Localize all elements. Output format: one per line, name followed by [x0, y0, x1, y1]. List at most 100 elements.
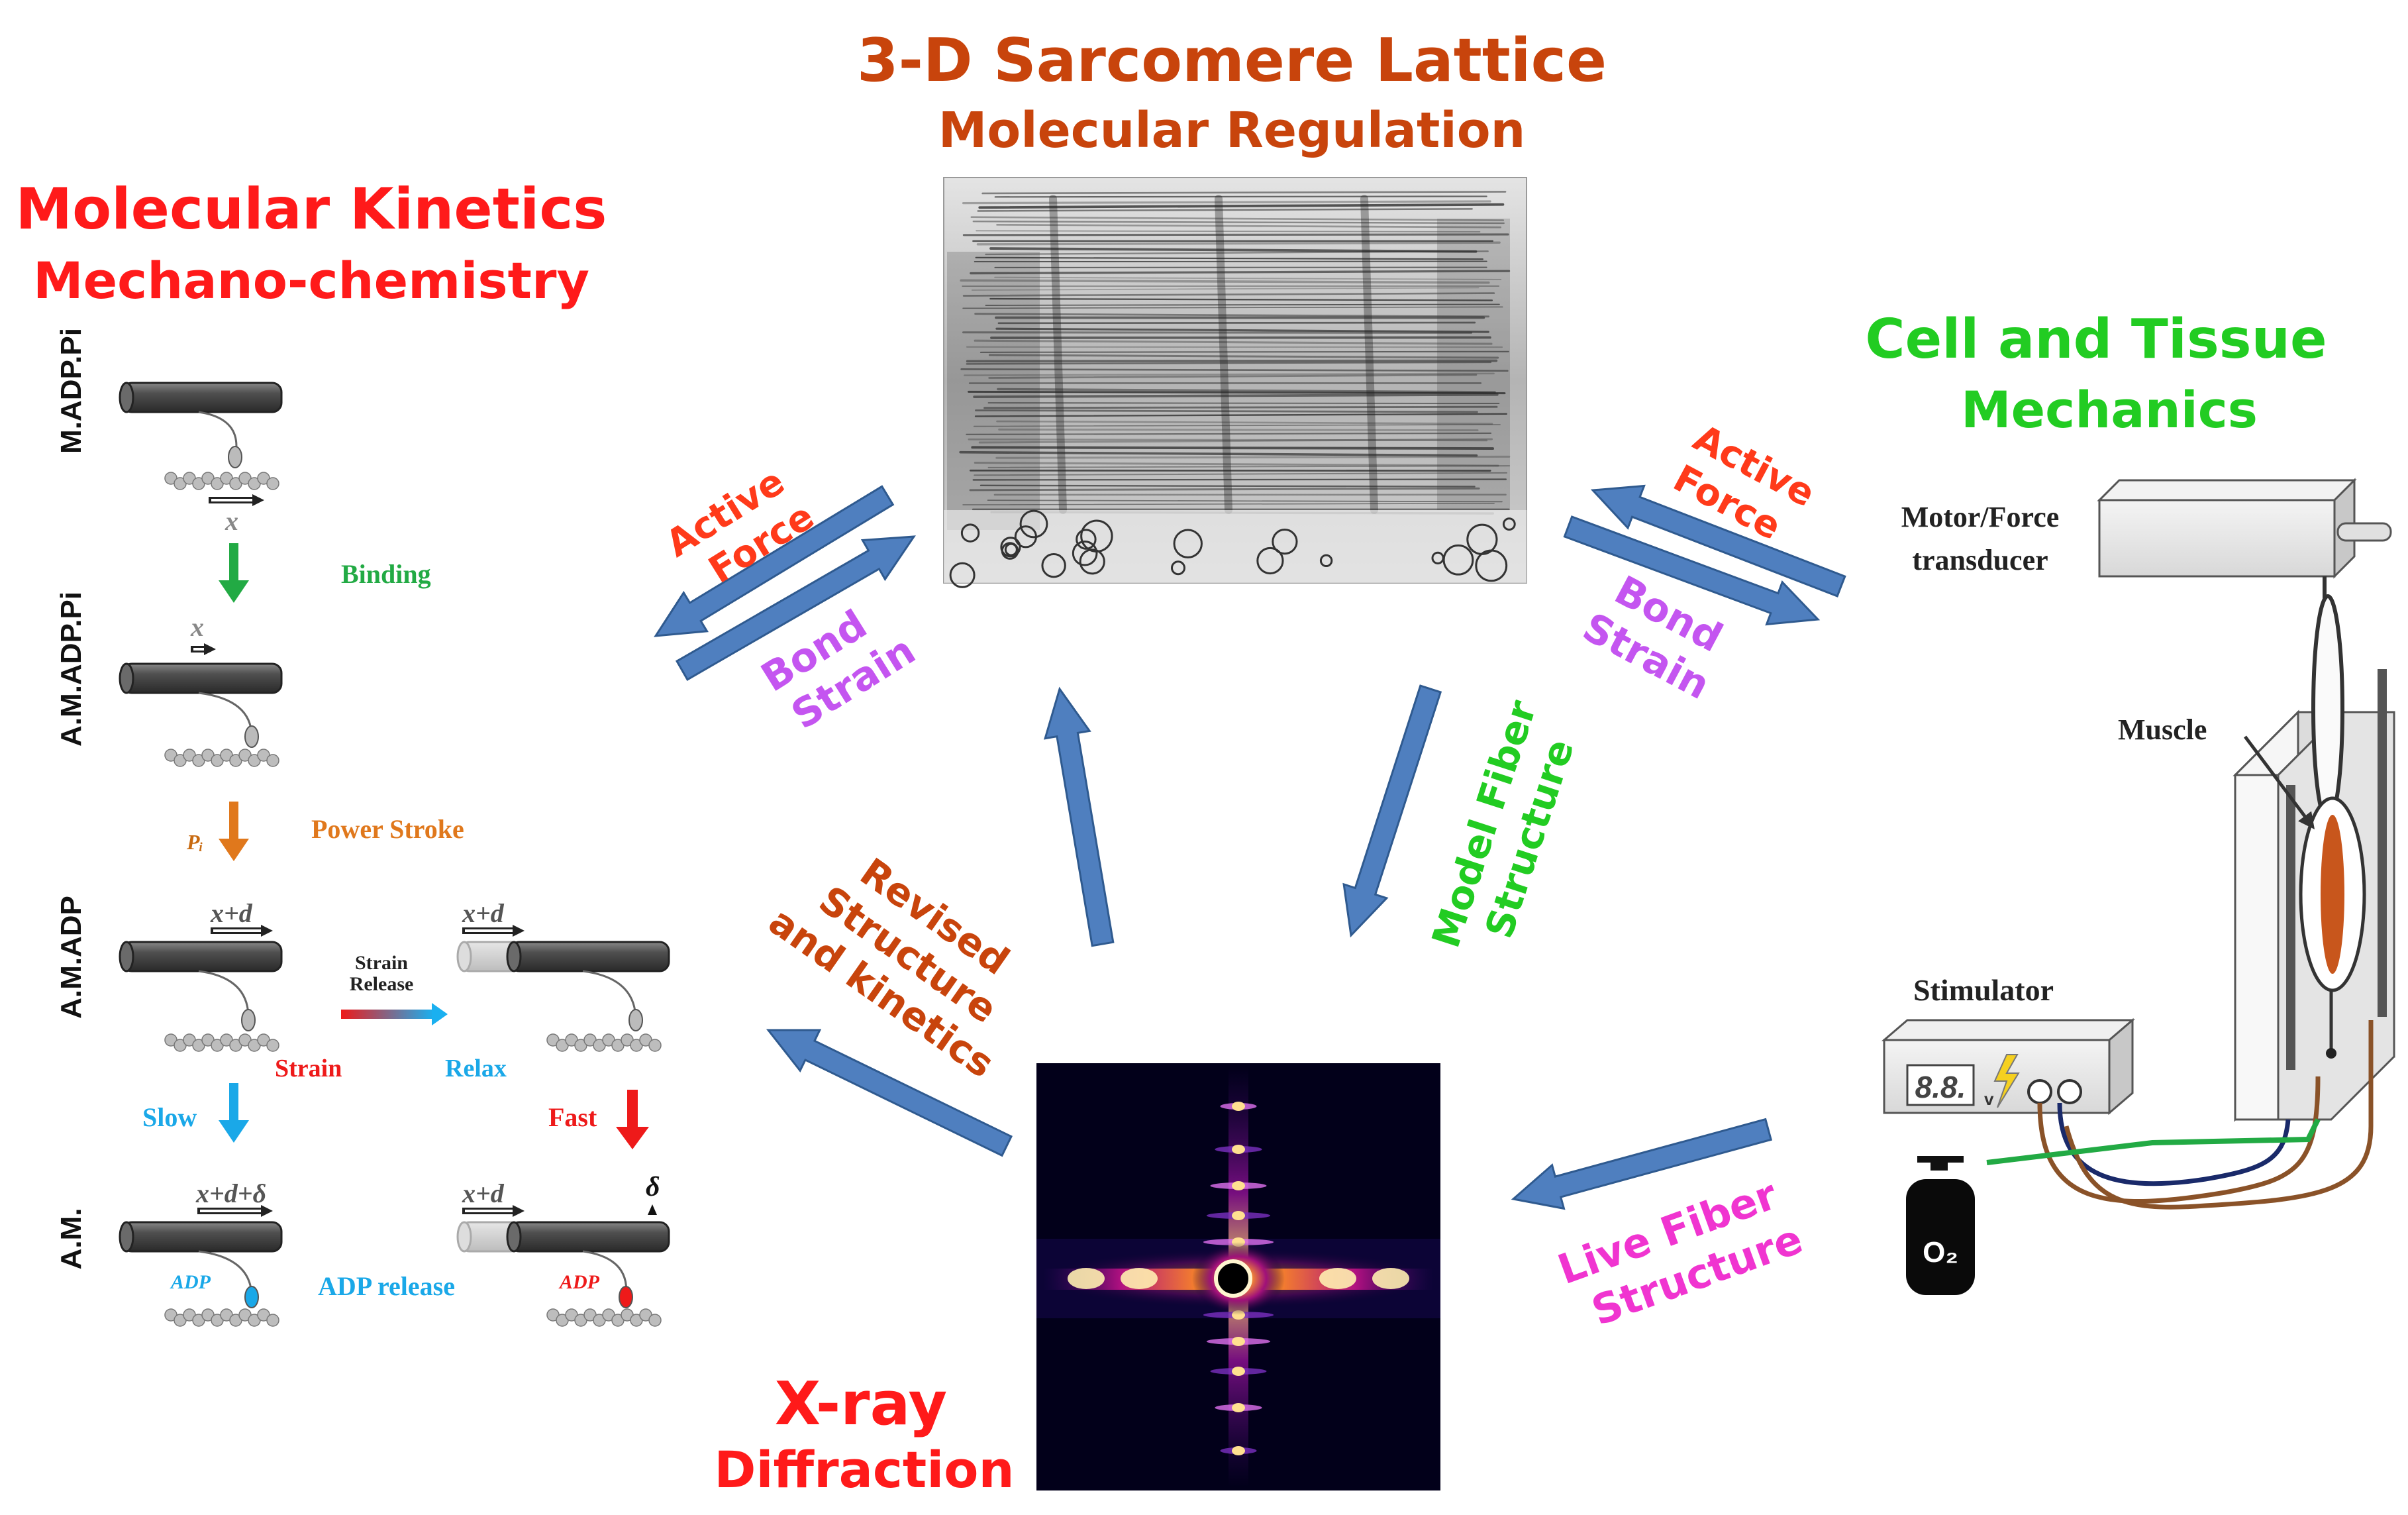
arrow-tissue-to-lattice — [1590, 484, 1846, 598]
binding-label: Binding — [341, 559, 431, 589]
myofilament-line — [962, 306, 1503, 309]
arrow-lattice-to-kinetics — [654, 485, 895, 637]
myosin-head — [619, 1286, 633, 1308]
myofilament-line — [987, 465, 1511, 468]
myofilament-line — [969, 487, 1480, 492]
myosin-head — [628, 1009, 643, 1031]
distance-xd-label-3: x+d — [462, 1178, 505, 1208]
adp-label-1: ADP — [170, 1271, 211, 1293]
binding-step-arrow — [219, 543, 249, 603]
displacement-arrow-tip — [261, 925, 273, 937]
stimulator-display: 8.8. — [1915, 1070, 1966, 1104]
vesicle — [1170, 560, 1185, 576]
vesicle — [1004, 543, 1018, 556]
distance-x-label-1: x — [225, 506, 238, 536]
actin-monomer — [648, 1039, 662, 1052]
xray-heading: X-ray Diffraction — [714, 1369, 1014, 1499]
arrow-kinetics-to-lattice — [675, 535, 916, 681]
meridional-reflection — [1232, 1102, 1245, 1111]
arrow-lattice-to-tissue — [1563, 515, 1821, 626]
model-fiber-label: Model Fiber Structure — [1423, 695, 1583, 953]
myofilament-line — [962, 503, 1495, 505]
motor-transducer-box — [2097, 478, 2392, 579]
meridional-reflection — [1232, 1337, 1245, 1346]
myofilament-line — [995, 455, 1511, 459]
vesicle — [1000, 537, 1021, 558]
myofilament-line — [978, 203, 1505, 209]
vesicle — [1256, 547, 1284, 575]
myofilament-line — [989, 297, 1493, 301]
power-stroke-step-arrow — [219, 802, 249, 861]
oxygen-label: O₂ — [1923, 1236, 1958, 1269]
flow-arrows — [654, 484, 1846, 1210]
delta-marker — [648, 1204, 657, 1215]
vesicle — [1076, 529, 1097, 550]
meridional-reflection — [1232, 1181, 1245, 1190]
actin-monomer — [266, 1039, 279, 1052]
myofilament-line — [968, 438, 1488, 442]
thick-filament — [121, 941, 283, 972]
myofilament-line — [985, 250, 1489, 256]
thick-filament — [121, 662, 283, 694]
myofilament-line — [959, 450, 1478, 457]
muscle-holder — [2299, 576, 2366, 1059]
cell-subtitle: Mechanics — [1961, 380, 2258, 439]
arrow-lattice-to-xray — [1342, 684, 1442, 938]
adp-release-label: ADP release — [318, 1271, 455, 1301]
myofilament-line — [974, 462, 1499, 467]
myofilament-line — [996, 223, 1502, 229]
myofilament-line — [968, 390, 1506, 395]
stimulator-unit: v — [1984, 1089, 1994, 1109]
distance-xdd-label: x+d+δ — [195, 1178, 266, 1208]
filament-end — [119, 382, 134, 413]
state-label-madppi: M.ADP.Pi — [55, 328, 87, 454]
filament-end — [506, 941, 522, 972]
myofilament-line — [966, 359, 1498, 363]
myofilament-line — [979, 484, 1476, 488]
adp-label-2: ADP — [558, 1271, 600, 1293]
fast-step-arrow — [616, 1090, 649, 1149]
myofilament-line — [997, 388, 1496, 393]
myofilament-line — [960, 368, 1509, 372]
myofilament-line — [983, 405, 1498, 409]
vesicle — [960, 523, 980, 543]
filament-end — [506, 1221, 522, 1253]
filament-end — [119, 662, 134, 694]
live-fiber-label: Live Fiber Structure — [1552, 1170, 1809, 1335]
actin-monomer — [648, 1314, 662, 1327]
sarcomere-title: 3-D Sarcomere Lattice — [857, 26, 1607, 95]
filament-end — [456, 1221, 472, 1253]
power-stroke-label: Power Stroke — [311, 814, 464, 844]
kinetics-subtitle: Mechano-chemistry — [33, 251, 589, 310]
thick-filament — [121, 382, 283, 413]
strain-release-line2: Release — [350, 973, 414, 995]
xray-pattern — [1036, 1063, 1440, 1490]
displacement-arrow-tip — [252, 494, 264, 506]
myofilament-line — [962, 200, 1491, 205]
distance-xd-label-1: x+d — [210, 898, 253, 928]
myofilament-line — [973, 393, 1499, 399]
strain-release-line1: Strain — [355, 952, 408, 974]
myofilament-line — [974, 472, 1508, 476]
xray-subtitle: Diffraction — [714, 1440, 1014, 1499]
kinetics-heading: Molecular Kinetics Mechano-chemistry — [16, 176, 607, 310]
vesicle — [949, 562, 976, 588]
strain-release-arrow — [341, 1003, 448, 1025]
state-label-amadp: A.M.ADP — [55, 896, 87, 1019]
myofilament-line — [994, 276, 1502, 280]
meridional-reflection — [1232, 1145, 1245, 1154]
equatorial-reflection — [1319, 1268, 1356, 1289]
meridional-reflection — [1232, 1446, 1245, 1455]
myofilament-line — [966, 432, 1492, 435]
myofilament-line — [974, 260, 1487, 262]
displacement-arrow-tip — [513, 925, 525, 937]
meridional-reflection — [1232, 1403, 1245, 1412]
myofilament-line — [972, 220, 1505, 225]
filament-end — [456, 941, 472, 972]
actin-monomer — [266, 477, 279, 490]
myofilament-line — [988, 374, 1478, 379]
arrow-xray-to-lattice — [1043, 686, 1115, 947]
vesicle — [1019, 509, 1048, 539]
myofilament-line — [970, 270, 1511, 275]
myofilament-line — [974, 413, 1507, 417]
